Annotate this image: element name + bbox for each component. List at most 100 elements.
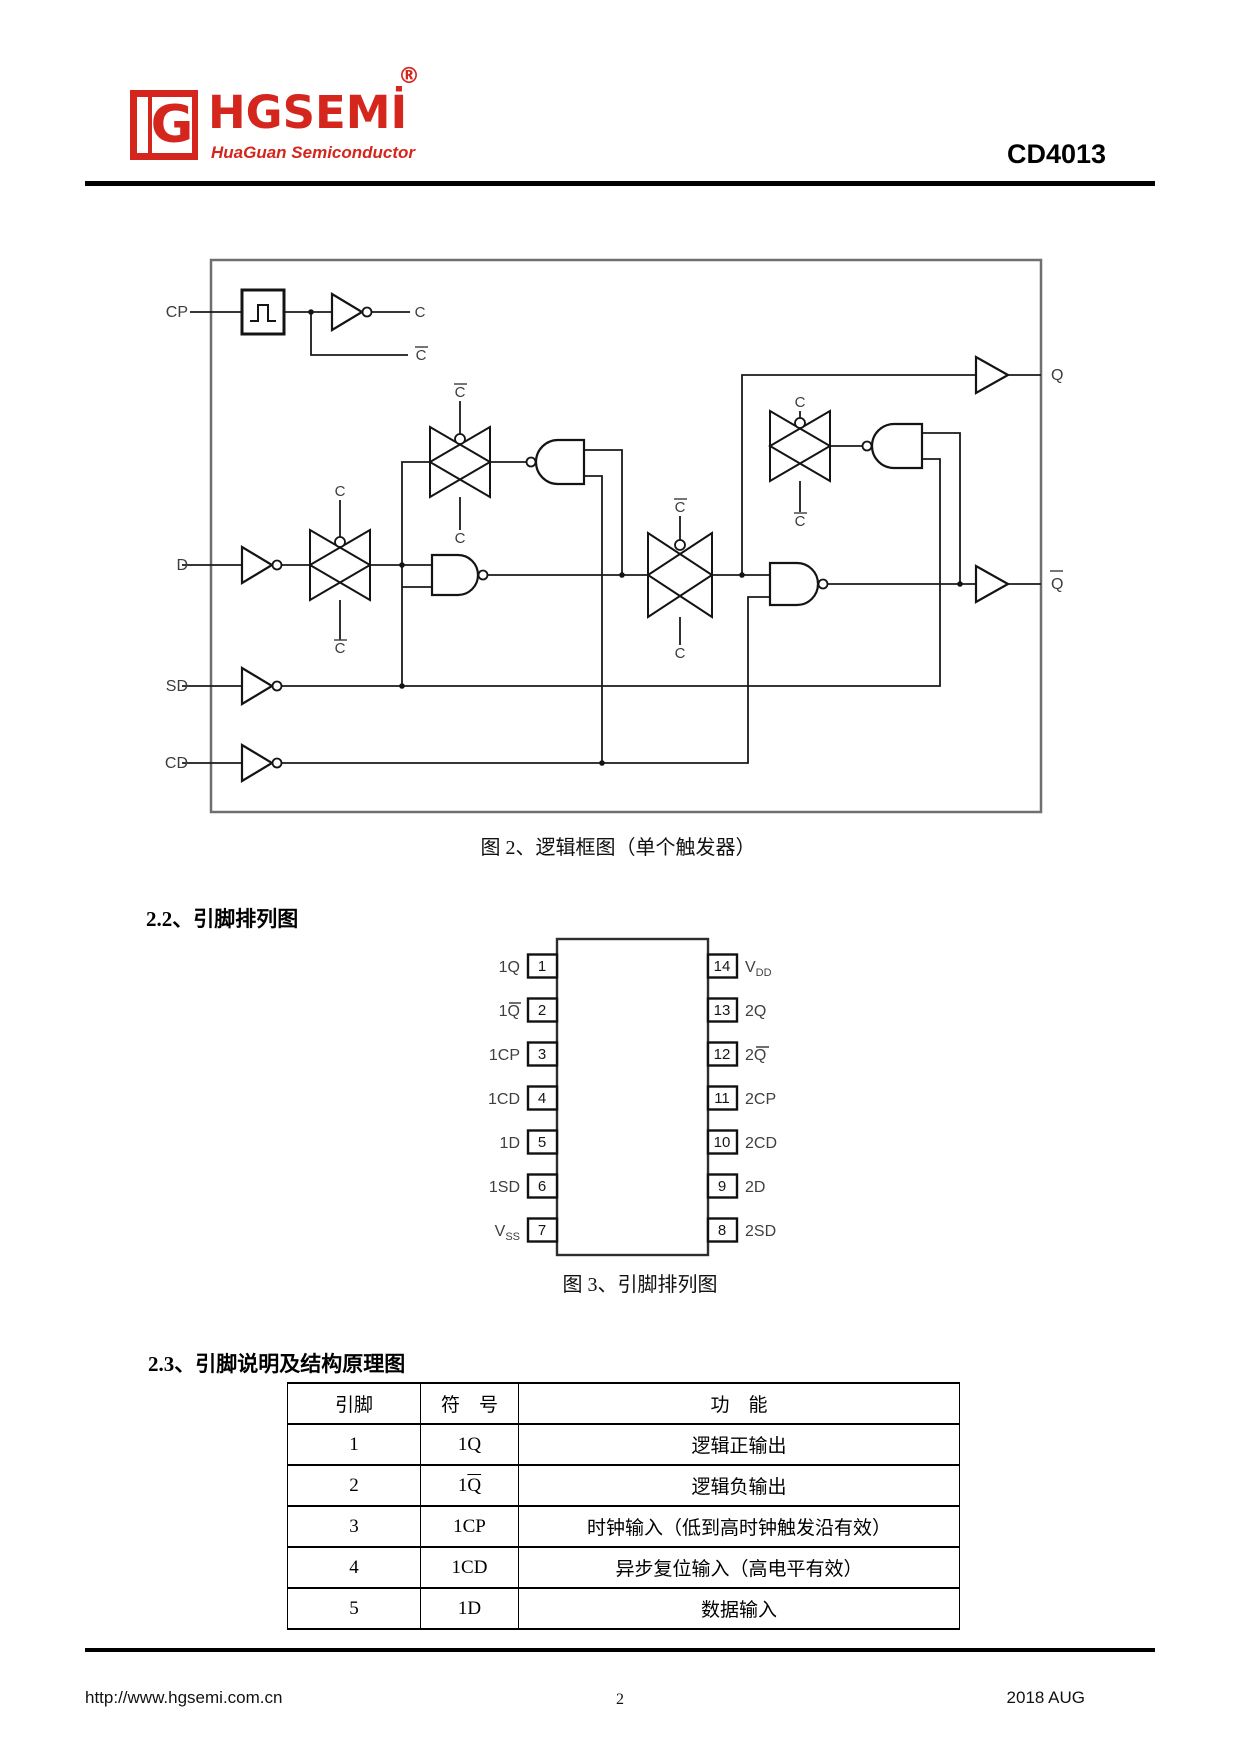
cell-function: 异步复位输入（高电平有效）	[518, 1546, 960, 1589]
pin-label-1qbar: 1Q	[499, 1003, 520, 1020]
gates	[240, 288, 1011, 783]
header-function: 功 能	[518, 1382, 960, 1425]
cell-function: 逻辑正输出	[518, 1423, 960, 1466]
tg2-cbar-top: C	[455, 384, 466, 401]
pulse-icon	[250, 304, 276, 322]
pin-label-1q: 1Q	[499, 959, 520, 976]
logo-letter: G	[150, 95, 194, 155]
pin-description-table: 引脚 符 号 功 能 1 1Q 逻辑正输出 2 1Q 逻辑负输出 3 1CP 时…	[287, 1382, 960, 1630]
nand-slave-feedback	[870, 422, 924, 470]
cell-function: 逻辑负输出	[518, 1464, 960, 1507]
ic-body	[555, 937, 710, 1257]
clock-c-label: C	[415, 304, 426, 321]
inverter-cp	[330, 292, 365, 332]
page-number: 2	[616, 1691, 624, 1708]
company-logo-icon: G	[130, 90, 198, 160]
d-input-label: D	[176, 557, 188, 574]
cell-function: 数据输入	[518, 1587, 960, 1630]
brand-name: HGSEMİ	[208, 86, 408, 139]
table-row: 3 1CP 时钟输入（低到高时钟触发沿有效）	[287, 1505, 960, 1548]
table-row: 4 1CD 异步复位输入（高电平有效）	[287, 1546, 960, 1589]
logo-bar	[137, 97, 148, 153]
part-number: CD4013	[1007, 139, 1107, 169]
wires	[182, 311, 1041, 764]
table-header-row: 引脚 符 号 功 能	[287, 1382, 960, 1425]
footer-url: http://www.hgsemi.com.cn	[85, 1688, 283, 1707]
tg2-c-bottom: C	[455, 530, 466, 547]
pin-label-1sd: 1SD	[489, 1179, 520, 1196]
pin-number: 3	[538, 1046, 546, 1063]
nand-master	[430, 553, 480, 597]
tg3-c-bottom: C	[675, 645, 686, 662]
header-pin: 引脚	[287, 1382, 421, 1425]
clock-cbar-label: C	[416, 347, 427, 364]
inverter-d	[240, 545, 275, 585]
pin-label-vss: VSS	[495, 1223, 520, 1243]
table-row: 2 1Q 逻辑负输出	[287, 1464, 960, 1507]
tg3-cbar-top: C	[675, 499, 686, 516]
pin-label-2qbar: 2Q	[745, 1047, 766, 1064]
registered-trademark-icon: ®	[398, 64, 420, 89]
cell-symbol: 1CD	[420, 1546, 519, 1589]
pin-number: 1	[538, 958, 546, 975]
inverter-sd	[240, 666, 275, 706]
footer-date: 2018 AUG	[1006, 1688, 1085, 1707]
junction-dots	[308, 309, 963, 766]
tg4-c-top: C	[795, 394, 806, 411]
cell-pin: 3	[287, 1505, 421, 1548]
pin-label-1cp: 1CP	[489, 1047, 520, 1064]
cell-function: 时钟输入（低到高时钟触发沿有效）	[518, 1505, 960, 1548]
figure3-caption: 图 3、引脚排列图	[562, 1274, 718, 1296]
symbol-overlined: Q	[467, 1474, 482, 1496]
header-rule	[85, 181, 1155, 186]
footer-rule	[85, 1648, 1155, 1652]
pin-label-2q: 2Q	[745, 1003, 766, 1020]
pin-boxes	[526, 953, 739, 1243]
buffer-qbar	[974, 564, 1011, 604]
inversion-bubbles	[271, 306, 873, 769]
cell-pin: 4	[287, 1546, 421, 1589]
pin-number: 9	[718, 1178, 726, 1195]
cd-input-label: CD	[165, 755, 188, 772]
pin-number: 13	[714, 1002, 731, 1019]
pin-number: 6	[538, 1178, 546, 1195]
pin-number: 11	[714, 1090, 730, 1107]
pin-number: 2	[538, 1002, 546, 1019]
cell-pin: 5	[287, 1587, 421, 1630]
inverter-cd	[240, 743, 275, 783]
section-2-3-heading: 2.3、引脚说明及结构原理图	[148, 1352, 406, 1376]
qbar-output-label: Q	[1051, 576, 1063, 593]
nand-master-feedback	[534, 438, 586, 486]
logic-block-diagram: CP D SD CD C C C C C C C C C C Q Q	[165, 258, 1063, 814]
pin-number: 4	[538, 1090, 546, 1107]
tg4-cbar-bottom: C	[795, 513, 806, 530]
pulse-shaper-box	[240, 288, 286, 336]
nand-slave	[768, 561, 820, 607]
cell-symbol: 1CP	[420, 1505, 519, 1548]
pin-label-1cd: 1CD	[488, 1091, 520, 1108]
diagram-border	[209, 258, 1043, 814]
tg1-c-top: C	[335, 483, 346, 500]
cell-pin: 2	[287, 1464, 421, 1507]
pin-number: 5	[538, 1134, 546, 1151]
pin-label-2d: 2D	[745, 1179, 765, 1196]
pinout-diagram: 1 2 3 4 5 6 7 14 13 12 11 10 9 8 1Q 1Q 1…	[488, 937, 777, 1257]
table-row: 1 1Q 逻辑正输出	[287, 1423, 960, 1466]
pin-label-2cd: 2CD	[745, 1135, 777, 1152]
cell-pin: 1	[287, 1423, 421, 1466]
pin-number: 14	[714, 958, 731, 975]
buffer-q	[974, 355, 1011, 395]
pin-label-2cp: 2CP	[745, 1091, 776, 1108]
pin-number: 8	[718, 1222, 726, 1239]
cell-symbol: 1Q	[420, 1464, 519, 1507]
symbol-prefix: 1	[457, 1474, 468, 1496]
q-output-label: Q	[1051, 367, 1063, 384]
pin-label-1d: 1D	[500, 1135, 520, 1152]
sd-input-label: SD	[166, 678, 188, 695]
pin-number: 10	[714, 1134, 731, 1151]
header-symbol: 符 号	[420, 1382, 519, 1425]
cell-symbol: 1Q	[420, 1423, 519, 1466]
pin-number: 7	[538, 1222, 546, 1239]
pin-label-2sd: 2SD	[745, 1223, 776, 1240]
